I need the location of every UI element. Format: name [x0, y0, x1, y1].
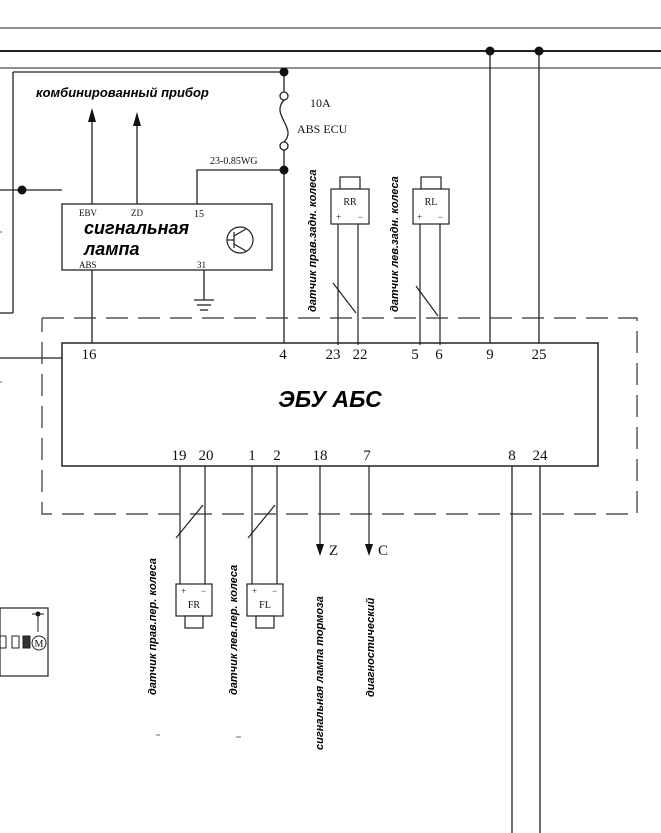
ecu-pin-19: 19 — [172, 448, 187, 464]
rear-left-sensor: RL + − — [412, 176, 450, 345]
pins-8-24-wires — [511, 466, 541, 833]
rear-right-sensor: RR + − — [330, 176, 370, 345]
output-c-label: C — [378, 543, 388, 559]
diagnostic-caption: диагностический — [365, 597, 377, 697]
ground-symbol — [91, 270, 214, 345]
ecu-title: ЭБУ АБС — [278, 386, 382, 412]
ecu-pin-7: 7 — [363, 448, 371, 464]
fl-sensor-caption: датчик лев.пер. колеса — [228, 565, 240, 695]
top-bus-wires — [0, 27, 661, 345]
ecu-block: ЭБУ АБС 16 4 23 22 5 6 9 25 19 20 1 2 18… — [61, 342, 599, 467]
ecu-pin-16: 16 — [82, 347, 98, 363]
output-c-wire — [365, 466, 373, 556]
ecu-pin-4: 4 — [279, 347, 287, 363]
sensor-fr-plus: + — [181, 586, 186, 596]
sensor-fr-minus: − — [201, 586, 206, 596]
ecu-pin-2: 2 — [273, 448, 281, 464]
brake-lamp-caption: сигнальная лампа тормоза — [314, 596, 326, 750]
sensor-fl-plus: + — [252, 586, 257, 596]
lamp-pin-31: 31 — [197, 260, 206, 270]
ecu-pin-23: 23 — [326, 347, 341, 363]
motor-label: M — [35, 639, 44, 650]
rr-sensor-caption: датчик прав.задн. колеса — [307, 170, 319, 312]
ecu-pin-9: 9 — [486, 347, 494, 363]
front-left-sensor: + − FL — [246, 466, 284, 629]
ecu-dashed-frame — [41, 317, 638, 515]
motor-relay-block: M — [0, 607, 49, 677]
fuse-name-label: ABS ECU — [297, 122, 348, 136]
sensor-fl-label: FL — [259, 600, 271, 611]
sensor-rl-plus: + — [417, 212, 422, 222]
rl-sensor-caption: датчик лев.задн. колеса — [389, 176, 401, 312]
output-z-wire — [316, 466, 324, 556]
ecu-pin-24: 24 — [533, 448, 549, 464]
ecu-pin-20: 20 — [199, 448, 214, 464]
ecu-pin-1: 1 — [248, 448, 256, 464]
output-z-label: Z — [329, 543, 338, 559]
ecu-pin-18: 18 — [313, 448, 328, 464]
fr-sensor-caption: датчик прав.пер. колеса — [147, 558, 159, 695]
motor-icon — [31, 635, 47, 651]
lamp-title-line2: лампа — [83, 239, 140, 259]
wire-code-label: 23-0.85WG — [210, 156, 258, 167]
left-feed-wires — [0, 67, 289, 359]
sensor-fr-label: FR — [188, 600, 201, 611]
lamp-pin-ebv: EBV — [79, 208, 98, 218]
sensor-rr-plus: + — [336, 212, 341, 222]
transistor-icon — [226, 226, 254, 254]
ecu-pin-8: 8 — [508, 448, 516, 464]
sensor-rl-label: RL — [425, 197, 438, 208]
ecu-top-pins: 16 4 23 22 5 6 9 25 — [82, 347, 547, 363]
stray-marks — [0, 231, 241, 738]
lamp-title-line1: сигнальная — [84, 218, 189, 238]
sensor-rr-label: RR — [343, 197, 357, 208]
front-right-sensor: + − FR — [175, 466, 213, 629]
sensor-rl-minus: − — [438, 212, 443, 222]
warning-lamp-block: EBV ZD 15 ABS 31 сигнальная лампа — [61, 203, 273, 271]
ecu-bottom-pins: 19 20 1 2 18 7 8 24 — [172, 448, 549, 464]
fuse-rating-label: 10A — [310, 96, 331, 110]
lamp-pin-15: 15 — [194, 209, 204, 220]
lamp-pin-zd: ZD — [131, 208, 143, 218]
sensor-fl-minus: − — [272, 586, 277, 596]
instrument-arrows — [88, 108, 284, 204]
combined-instrument-label: комбинированный прибор — [36, 85, 209, 100]
ecu-pin-22: 22 — [353, 347, 368, 363]
fuse-abs-ecu — [279, 76, 289, 345]
ecu-pin-25: 25 — [532, 347, 547, 363]
lamp-pin-abs: ABS — [79, 260, 97, 270]
sensor-rr-minus: − — [358, 212, 363, 222]
ecu-pin-6: 6 — [435, 347, 443, 363]
ecu-pin-5: 5 — [411, 347, 419, 363]
